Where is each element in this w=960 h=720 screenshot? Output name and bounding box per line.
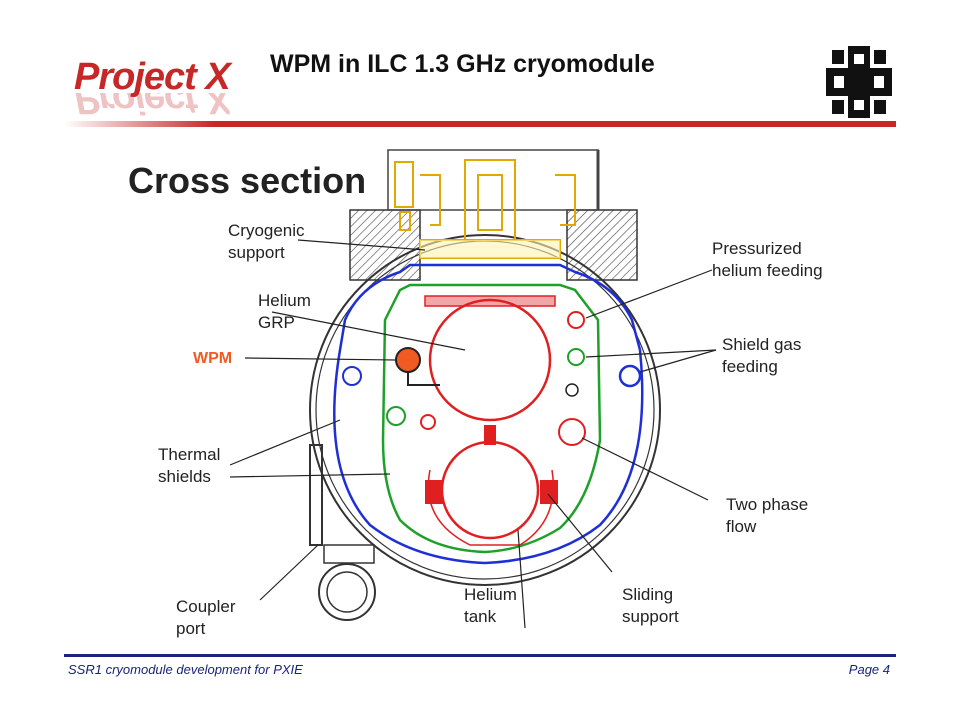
label-line: Two phase xyxy=(726,495,809,514)
label-line: Pressurized xyxy=(712,239,802,258)
header-accent-bar xyxy=(64,121,896,127)
label-line: Cryogenic xyxy=(228,221,305,240)
slide-title: WPM in ILC 1.3 GHz cryomodule xyxy=(270,50,655,78)
label-line: Coupler xyxy=(176,597,236,616)
section-title: Cross section xyxy=(128,160,367,201)
label-line: Shield gas xyxy=(722,335,802,354)
label-line: Sliding xyxy=(622,585,674,604)
label-thermal-shields: Thermal shields xyxy=(158,444,220,488)
label-line: feeding xyxy=(722,357,778,376)
label-coupler-port: Coupler port xyxy=(176,596,236,640)
label-line: tank xyxy=(464,607,497,626)
label-shield-gas-feeding: Shield gas feeding xyxy=(722,334,801,378)
label-line: Helium xyxy=(464,585,517,604)
label-helium-grp: Helium GRP xyxy=(258,290,311,334)
label-line: helium feeding xyxy=(712,261,823,280)
label-line: support xyxy=(228,243,285,262)
footer-rule xyxy=(64,654,896,657)
page-number: Page 4 xyxy=(848,662,890,677)
label-pressurized-helium: Pressurized helium feeding xyxy=(712,238,823,282)
label-line: GRP xyxy=(258,313,295,332)
project-x-logo: Project X xyxy=(74,56,231,98)
label-sliding-support: Sliding support xyxy=(622,584,679,628)
fermilab-logo xyxy=(826,46,892,118)
footer-caption: SSR1 cryomodule development for PXIE xyxy=(68,662,303,677)
label-two-phase-flow: Two phase flow xyxy=(726,494,808,538)
label-line: support xyxy=(622,607,679,626)
label-line: flow xyxy=(726,517,757,536)
label-line: port xyxy=(176,619,206,638)
label-line: shields xyxy=(158,467,211,486)
label-helium-tank: Helium tank xyxy=(464,584,517,628)
label-cryogenic-support: Cryogenic support xyxy=(228,220,305,264)
label-line: Thermal xyxy=(158,445,221,464)
label-line: Helium xyxy=(258,291,311,310)
label-wpm: WPM xyxy=(193,350,233,367)
